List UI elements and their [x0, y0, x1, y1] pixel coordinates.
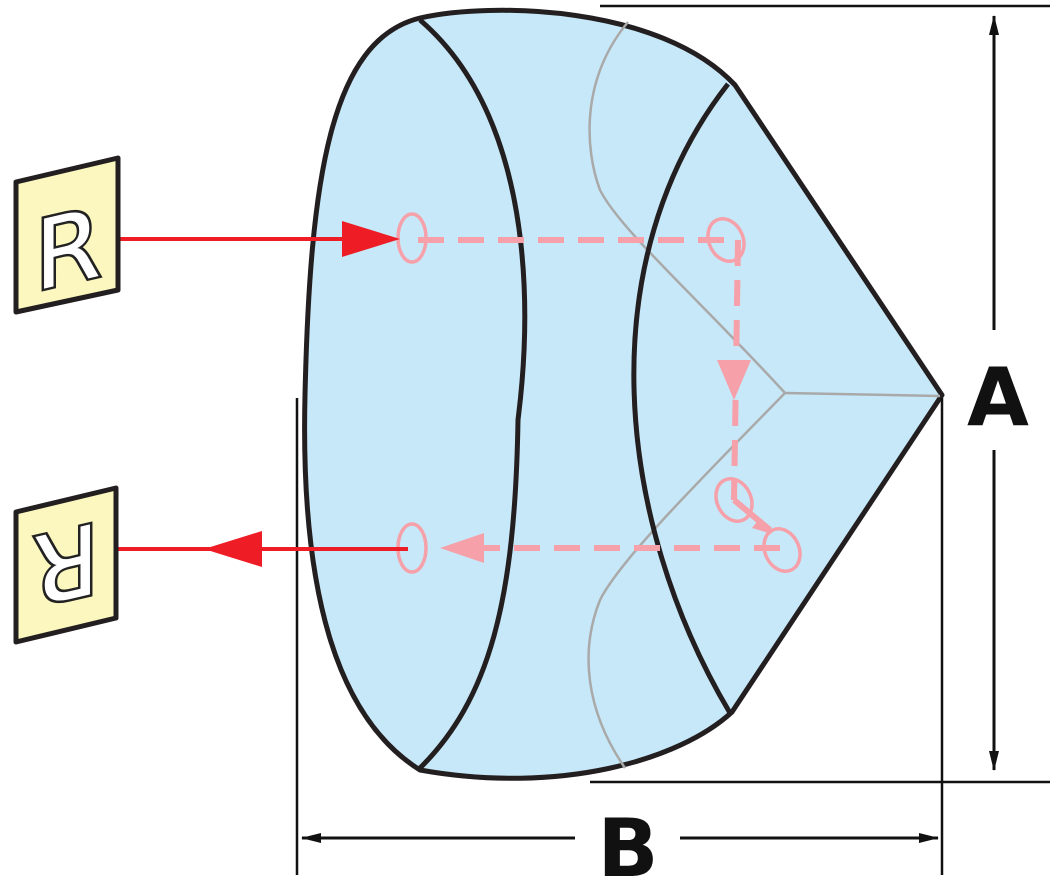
output-letter-inverted: R — [33, 500, 100, 627]
dimension-a-label: A — [967, 351, 1029, 444]
reflection-spot-top-right — [706, 217, 746, 263]
incoming-beam — [104, 221, 400, 257]
output-card-frame — [13, 485, 119, 645]
reflection-spot-bottom-right — [762, 527, 802, 573]
outgoing-beam-arrowhead — [204, 531, 262, 567]
prism-outline — [302, 7, 945, 781]
incoming-beam-arrowhead — [342, 221, 400, 257]
dimension-b-label: B — [598, 802, 659, 888]
facet-edge-upper — [588, 21, 786, 394]
reflection-spot-middle — [714, 477, 754, 523]
entrance-face-edge — [416, 18, 528, 772]
input-card-frame — [13, 155, 121, 315]
input-letter: R — [35, 186, 102, 313]
dimension-b: B — [295, 398, 944, 888]
facet-edge-lower — [587, 392, 786, 769]
outgoing-beam — [108, 531, 408, 567]
reflection-spot-entry — [396, 212, 428, 264]
internal-beam-diagonal-arrowhead — [752, 518, 772, 534]
internal-beam-left-arrowhead — [440, 533, 484, 563]
internal-beam-down-arrowhead — [717, 360, 751, 400]
input-letter-card: R — [13, 155, 121, 316]
dimension-a: A — [590, 4, 1050, 784]
output-letter-card: R — [13, 485, 119, 645]
facet-edge-right — [784, 391, 941, 398]
prism-body — [302, 7, 945, 781]
internal-beam-path — [396, 212, 802, 574]
cylinder-edge — [631, 82, 733, 715]
